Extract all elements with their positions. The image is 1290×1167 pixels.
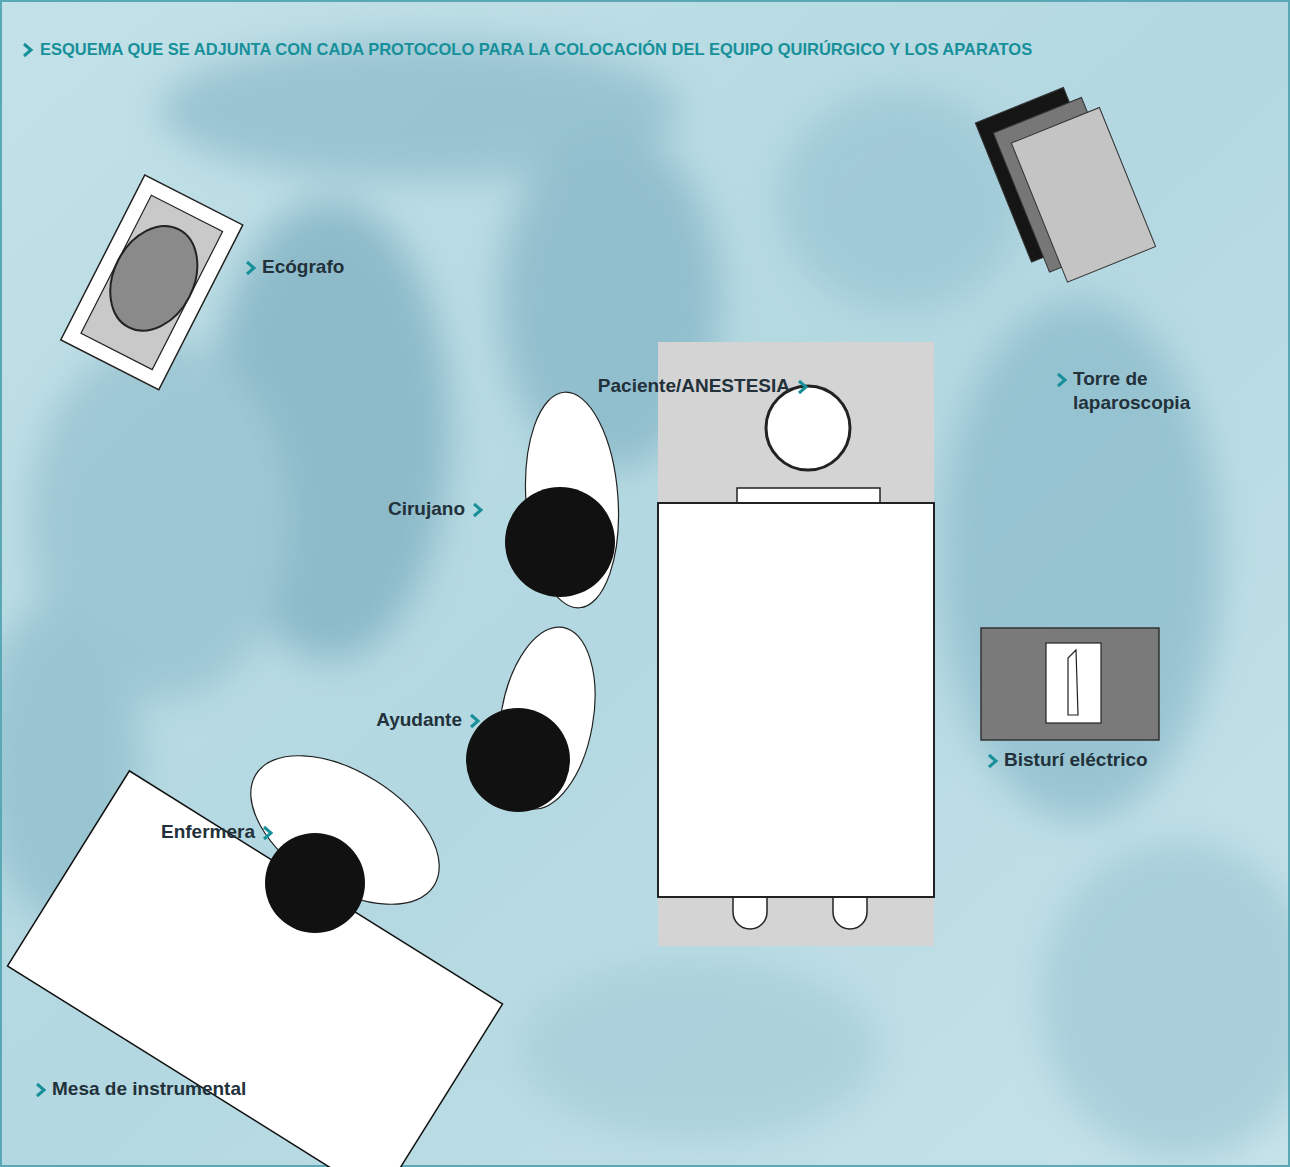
node-shape (555, 335, 940, 955)
surgeon-position: Cirujano (365, 385, 630, 615)
electrosurgical-unit: Bisturí eléctrico (975, 620, 1190, 780)
pointer-chevron (474, 504, 481, 516)
pointer-chevron (247, 262, 254, 274)
node-label: Enfermera (155, 820, 255, 844)
unit-panel (1046, 643, 1101, 723)
title-chevron (24, 44, 31, 56)
pointer-chevron (799, 381, 806, 393)
node-shape-group (7, 771, 502, 1167)
laparoscopy-tower: Torre de laparoscopia (970, 85, 1195, 435)
node-shape-group (975, 87, 1155, 386)
node-shape-group (474, 389, 625, 611)
operating-table (658, 342, 934, 946)
tower-layer (1011, 107, 1155, 282)
pointer-chevron (989, 755, 996, 767)
node-label: Mesa de instrumental (52, 1077, 246, 1101)
diagram-title: ESQUEMA QUE SE ADJUNTA CON CADA PROTOCOL… (40, 38, 1032, 60)
node-label: Ecógrafo (262, 255, 344, 279)
nurse-position: Enfermera (150, 690, 460, 950)
patient-head (766, 386, 850, 470)
ultrasound-unit: Ecógrafo (40, 160, 390, 400)
instrument-table-top (7, 771, 502, 1167)
ultrasound-body (61, 175, 243, 390)
node-label: Paciente/ANESTESIA (560, 374, 790, 398)
node-shape-group (61, 175, 254, 390)
node-shape-group (466, 619, 608, 816)
node-label: Bisturí eléctrico (1004, 748, 1148, 772)
unit-body (981, 628, 1159, 740)
patient-foot (833, 898, 867, 929)
node-label: Torre de laparoscopia (1073, 367, 1208, 415)
node-label: Ayudante (340, 708, 462, 732)
pointer-chevron (471, 715, 478, 727)
person-head (466, 708, 570, 812)
ultrasound-symbol (61, 175, 243, 390)
ultrasound-screen (93, 211, 214, 345)
pointer-chevron (1058, 374, 1065, 386)
node-shape-group (658, 342, 934, 946)
node-label: Cirujano (370, 497, 465, 521)
patient-foot (733, 898, 767, 929)
pointer-chevron (264, 827, 271, 839)
surgical-drape (658, 503, 934, 897)
node-shape (40, 160, 390, 400)
scalpel-symbol (1068, 650, 1078, 715)
patient-table: Paciente/ANESTESIA (555, 335, 940, 955)
person-head (265, 833, 365, 933)
person-head (505, 487, 615, 597)
pointer-chevron (37, 1084, 44, 1096)
node-shape-group (981, 628, 1159, 767)
node-shape (150, 690, 460, 950)
ultrasound-panel (81, 195, 223, 369)
